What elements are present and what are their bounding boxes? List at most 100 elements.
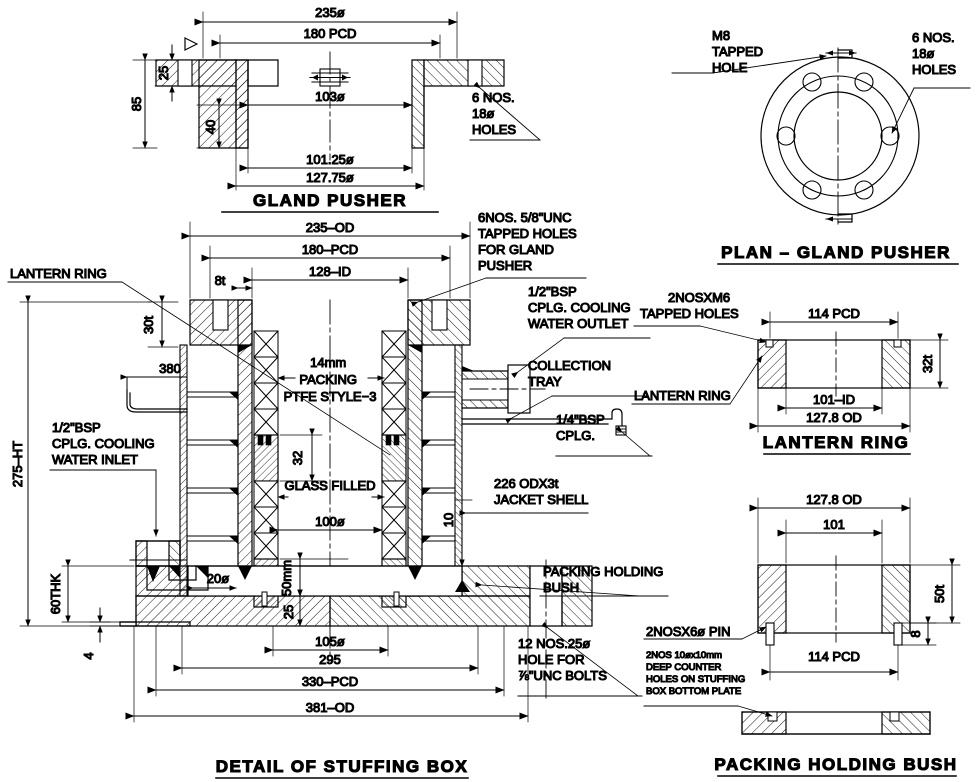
bolt-hole xyxy=(802,180,822,200)
dim-lantern-pcd: 114 PCD xyxy=(761,305,899,339)
leader-lantern-ring-label xyxy=(631,355,763,405)
dim-label: 50t xyxy=(932,585,947,603)
bolt-hole xyxy=(854,180,874,200)
dim-label: 25 xyxy=(156,66,171,80)
dim-label: 4 xyxy=(81,652,96,659)
cooling-jacket-left xyxy=(179,344,252,597)
bush-pins-in-box xyxy=(261,591,400,607)
dim-label: 8 xyxy=(908,630,923,637)
surface-finish-symbol xyxy=(184,37,199,51)
note-glass-filled: GLASS FILLED xyxy=(284,478,375,493)
lantern-ring-in-box-right xyxy=(381,434,407,482)
dim-label: 101 xyxy=(823,517,845,532)
dim-bush-od: 127.8 OD xyxy=(749,491,911,564)
view-lantern-ring: 114 PCD 32t 101–ID 127.8 OD xyxy=(631,289,949,455)
dim-label: 32t xyxy=(920,355,935,373)
dim-label: 275–HT xyxy=(10,441,25,487)
view-stuffing-box-section: 380 xyxy=(7,209,669,779)
dim-overall-height: 275–HT xyxy=(9,295,151,627)
leader-quarter-bsp xyxy=(555,425,653,457)
note-gland-holes: 6 NOS. 18ø HOLES xyxy=(472,90,518,137)
stuffing-box-body-walls xyxy=(237,299,423,597)
dim-base-od: 381–OD xyxy=(125,625,529,723)
dim-label: 127.75ø xyxy=(306,170,354,185)
dim-label: 295 xyxy=(319,652,341,667)
leader-m8-tapped xyxy=(671,54,827,74)
dim-label: 381–OD xyxy=(306,700,354,715)
dim-lantern-ring-height: 32 xyxy=(279,428,323,482)
note-quarter-bsp: 1/4"BSP CPLG. xyxy=(556,412,608,443)
dim-base-thickness: 60THK xyxy=(47,559,135,623)
dim-pin-projection: 8 xyxy=(901,616,937,646)
dim-label: 50mm xyxy=(279,560,294,596)
dim-base-pcd: 330–PCD xyxy=(147,625,505,697)
stuffing-box-top-flange xyxy=(189,299,471,346)
dim-jacket-gap: 10 xyxy=(440,499,473,567)
bolt-hole xyxy=(880,126,900,146)
gland-pusher-tapped-hole-symbol xyxy=(309,68,351,87)
cooling-water-outlet-nozzle xyxy=(461,364,546,414)
dim-stuffing-box-id: 128–ID xyxy=(243,263,409,299)
dim-bush-thickness: 50t xyxy=(909,558,961,624)
view-plan-gland-pusher: M8 TAPPED HOLE 6 NOS. 18ø HOLES PLAN – G… xyxy=(671,27,971,265)
dim-label: 100ø xyxy=(315,514,345,529)
dim-label: 32 xyxy=(290,451,305,465)
bolt-holes-group xyxy=(776,72,900,200)
dim-base-id: 295 xyxy=(173,625,479,675)
view-title-packing-holding-bush: PACKING HOLDING BUSH xyxy=(714,755,957,774)
view-gland-pusher-section: 235ø 180 PCD 25 85 4 xyxy=(128,4,541,213)
dim-bore-105: 105ø xyxy=(264,625,389,657)
dim-spigot-od: 127.75ø xyxy=(227,147,425,191)
dim-label: 330–PCD xyxy=(302,674,358,689)
gland-pusher-right-half xyxy=(411,59,505,149)
dim-bush-height: 50mm xyxy=(278,552,349,597)
dim-label: 180–PCD xyxy=(302,242,358,257)
leader-cooling-water-outlet xyxy=(511,337,651,379)
dim-label: 85 xyxy=(129,97,144,111)
dim-label: 128–ID xyxy=(309,264,351,279)
dim-label: 127.8 OD xyxy=(806,410,862,425)
dim-lantern-od: 127.8 OD xyxy=(749,387,911,433)
lantern-ring-in-box-left xyxy=(253,434,279,482)
dim-bore-103: 103ø xyxy=(239,88,413,109)
dim-label: 20ø xyxy=(207,571,229,586)
leader-base-bolt-holes xyxy=(517,621,643,697)
dim-label: 30t xyxy=(141,316,156,334)
dim-label: 10 xyxy=(441,513,456,527)
stuffing-box-bottom-plate xyxy=(741,711,931,735)
leader-bush-pin xyxy=(643,626,767,640)
dim-bore-100: 100ø xyxy=(269,513,383,534)
note-lantern-tapped-holes: 2NOSXM6 TAPPED HOLES xyxy=(640,290,739,321)
note-collection-tray: COLLECTION TRAY xyxy=(528,358,615,389)
dim-gland-pcd: 180 PCD xyxy=(211,25,441,59)
dim-inlet-port: 20ø xyxy=(186,570,237,591)
bolt-hole xyxy=(776,126,796,146)
pin xyxy=(893,622,903,646)
dim-label: 101.25ø xyxy=(306,152,354,167)
leader-gland-tapped-holes xyxy=(410,277,587,307)
note-base-bolt-holes: 12 NOS.25ø HOLE FOR ⅞"UNC BOLTS xyxy=(518,636,607,683)
note-lantern-ring-label: LANTERN RING xyxy=(634,388,731,403)
m8-tapped-hole-marks xyxy=(825,49,857,223)
dim-label: 114 PCD xyxy=(808,306,860,321)
dim-label: 380 xyxy=(159,361,181,376)
dim-label: 180 PCD xyxy=(304,26,357,41)
dim-label: 105ø xyxy=(315,634,345,649)
dim-label: 25 xyxy=(281,605,296,619)
dim-label: 101–ID xyxy=(813,392,855,407)
leader-plan-holes xyxy=(891,87,971,134)
dim-lantern-30t: 30t xyxy=(140,295,179,348)
leader-gland-holes xyxy=(469,81,541,141)
note-m8-tapped-hole: M8 TAPPED HOLE xyxy=(712,28,767,75)
note-packing-holding-bush: PACKING HOLDING BUSH xyxy=(543,564,667,595)
bolt-hole xyxy=(854,72,874,92)
view-title-lantern-ring: LANTERN RING xyxy=(763,433,909,452)
dim-label: 114 PCD xyxy=(808,649,860,664)
cooling-water-inlet-pipe xyxy=(129,540,209,591)
dim-spigot-length: 40 xyxy=(196,98,249,149)
dim-label: 235–OD xyxy=(306,220,354,235)
dim-flange-thickness: 25 xyxy=(154,44,186,102)
dim-flange-8t: 8t xyxy=(214,272,253,291)
leader-cooling-water-inlet xyxy=(49,469,159,537)
